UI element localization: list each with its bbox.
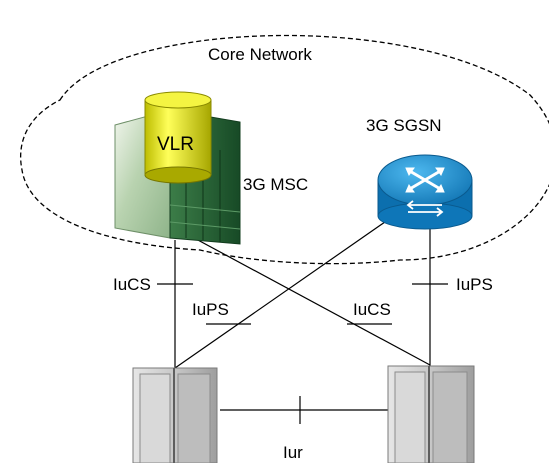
link-label-sgsn-iups: IuPS [456, 275, 493, 294]
sgsn-label: 3G SGSN [366, 116, 442, 135]
connection-lines [169, 210, 431, 411]
sgsn-to-rnc-left-line [174, 214, 396, 369]
link-label-cross-iucs: IuCS [353, 300, 391, 319]
rnc-left-cabinet-icon [132, 367, 218, 463]
core-network-boundary [20, 34, 549, 265]
link-label-cross-iups: IuPS [192, 300, 229, 319]
core-network-label: Core Network [208, 45, 312, 64]
msc-label: 3G MSC [243, 175, 308, 194]
sgsn-router-icon [377, 154, 473, 230]
vlr-database-icon [144, 91, 212, 184]
rnc-right-cabinet-icon [387, 365, 475, 463]
link-label-msc-iucs: IuCS [113, 275, 151, 294]
link-ticks [157, 283, 448, 424]
vlr-label: VLR [157, 134, 194, 155]
link-label-iur: Iur [283, 443, 303, 462]
msc-to-rnc-right-line [169, 224, 431, 366]
